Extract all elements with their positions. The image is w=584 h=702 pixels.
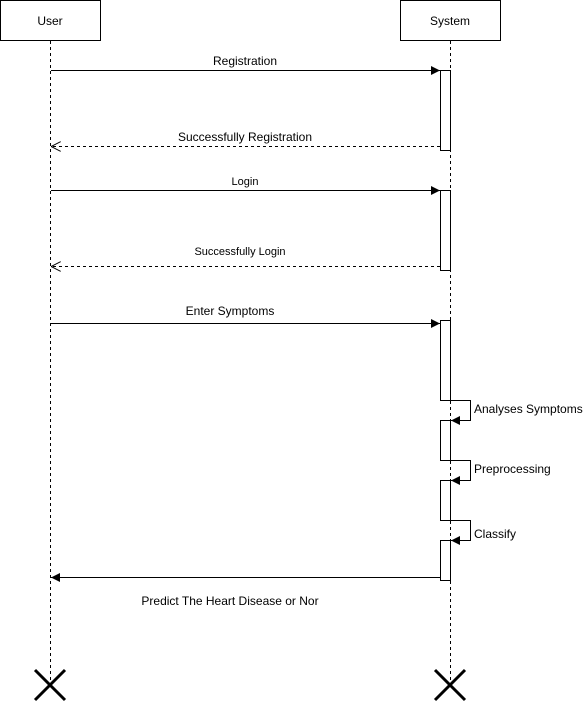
message-label: Preprocessing [474,462,551,476]
message-label: Login [232,176,259,188]
message-successfully-login[interactable]: Successfully Login [51,246,440,267]
self-message-classify[interactable]: Classify [450,520,517,545]
message-enter-symptoms[interactable]: Enter Symptoms [51,304,440,328]
participant-user-label: User [37,14,62,28]
message-label: Successfully Login [194,246,285,258]
message-label: Analyses Symptoms [474,402,583,416]
message-label: Successfully Registration [178,130,312,144]
participant-system-label: System [430,14,470,28]
message-registration[interactable]: Registration [51,54,440,75]
participant-system[interactable]: System [400,0,501,41]
message-predict-heart-disease[interactable]: Predict The Heart Disease or Nor [51,573,440,609]
self-message-analyses-symptoms[interactable]: Analyses Symptoms [450,400,583,425]
activation-bar [440,70,451,151]
destroy-marker-system [433,668,467,702]
message-successfully-registration[interactable]: Successfully Registration [51,130,440,147]
activation-bar [440,540,451,581]
message-label: Registration [213,54,277,68]
activation-bar [440,320,451,401]
activation-bar [440,190,451,271]
message-label: Predict The Heart Disease or Nor [141,594,318,608]
message-login[interactable]: Login [51,176,440,195]
activation-bar [440,420,451,461]
message-label: Classify [474,527,516,541]
activation-bar [440,480,451,521]
self-message-preprocessing[interactable]: Preprocessing [450,460,551,485]
message-label: Enter Symptoms [186,304,275,318]
destroy-marker-user [33,668,67,702]
participant-user[interactable]: User [0,0,101,41]
